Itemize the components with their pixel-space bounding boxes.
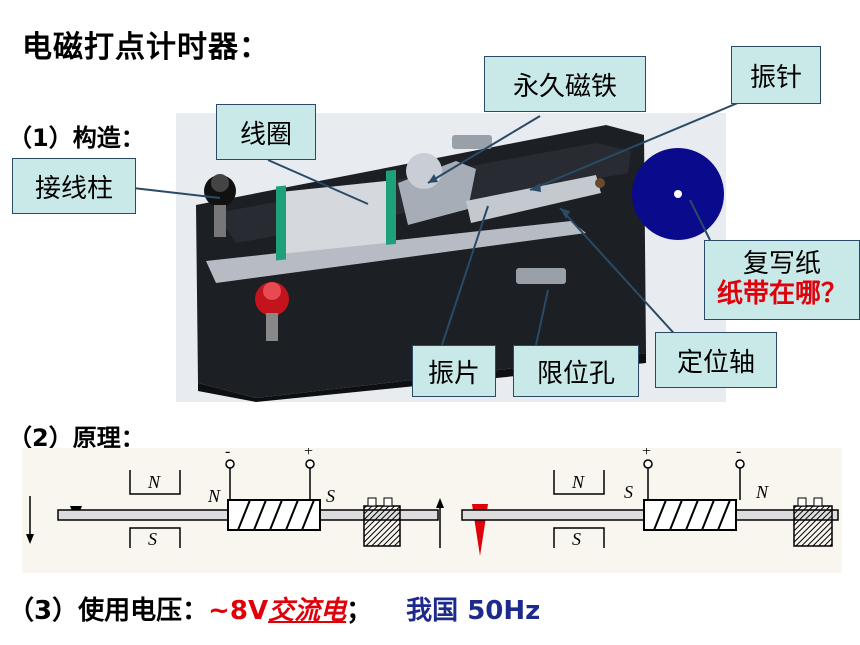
- tape-question-text: 纸带在哪？: [716, 279, 847, 309]
- right-top-pole: N: [571, 472, 585, 492]
- carbon-paper-disc: [632, 148, 724, 240]
- left-coil-right-pole: S: [326, 486, 335, 506]
- section-voltage: （3）使用电压：~8V交流电； 我国 50Hz: [8, 590, 540, 627]
- voltage-separator: ；: [346, 596, 373, 626]
- label-carbon-paper: 复写纸 纸带在哪？: [704, 240, 860, 320]
- right-bottom-pole: S: [572, 529, 581, 549]
- voltage-ac: 交流电: [268, 596, 347, 626]
- frequency-text: 50Hz: [467, 596, 541, 626]
- label-vibrating-plate: 振片: [412, 345, 496, 397]
- right-coil-left-pole: S: [624, 482, 633, 502]
- left-top-pole: N: [147, 472, 161, 492]
- voltage-prefix: （3）使用电压：: [8, 596, 209, 626]
- left-plus-sign: +: [304, 448, 313, 460]
- label-limit-hole: 限位孔: [513, 345, 639, 397]
- label-permanent-magnet: 永久磁铁: [484, 56, 646, 112]
- right-coil-right-pole: N: [755, 482, 769, 502]
- left-coil-left-pole: N: [207, 486, 221, 506]
- principle-svg: N S N S - +: [26, 443, 839, 556]
- label-terminal: 接线柱: [12, 158, 136, 214]
- diagram-right: N S S N + -: [436, 443, 839, 556]
- principle-diagram: N S N S - +: [22, 443, 842, 573]
- section-structure: （1）构造：: [8, 124, 145, 152]
- right-plus-sign: +: [642, 448, 651, 460]
- label-positioning-shaft: 定位轴: [655, 332, 777, 388]
- voltage-value: ~8V: [208, 596, 269, 626]
- label-coil: 线圈: [216, 104, 316, 160]
- right-minus-sign: -: [736, 448, 741, 460]
- disc-center-hole: [674, 190, 682, 198]
- page-title: 电磁打点计时器：: [22, 30, 270, 65]
- diagram-left: N S N S - +: [26, 443, 439, 549]
- left-bottom-pole: S: [148, 529, 157, 549]
- carbon-paper-text: 复写纸: [742, 249, 821, 280]
- left-minus-sign: -: [225, 448, 230, 460]
- country-text: 我国: [406, 596, 459, 626]
- label-needle: 振针: [731, 46, 821, 104]
- section-principle: （2）原理：: [8, 424, 145, 452]
